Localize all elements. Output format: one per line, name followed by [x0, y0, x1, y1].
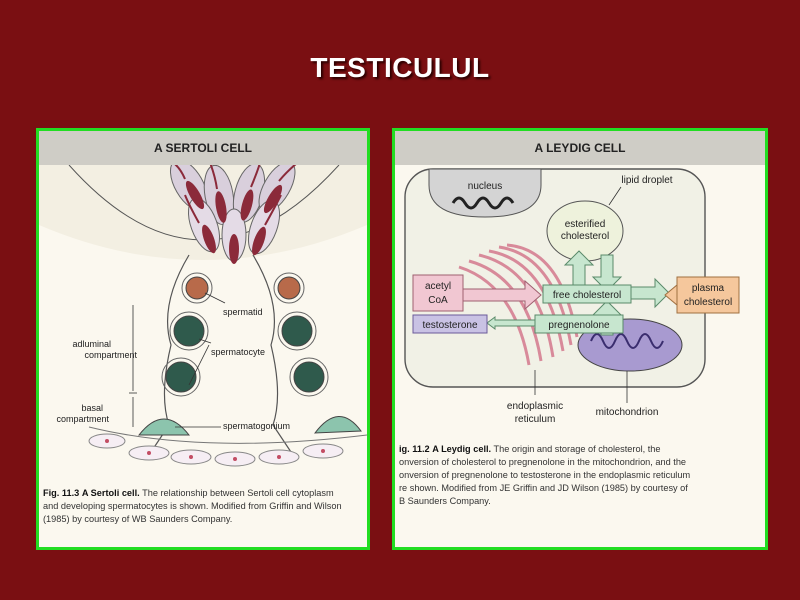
leydig-panel-header: A LEYDIG CELL: [395, 131, 765, 165]
sertoli-cell-panel: A SERTOLI CELL: [36, 128, 370, 550]
leydig-caption-title: A Leydig cell.: [432, 444, 492, 454]
plasma-cholesterol-box: [676, 276, 740, 314]
sertoli-diagram: spermatid adluminal compartment spermato…: [39, 165, 367, 467]
leydig-caption: ig. 11.2 A Leydig cell. The origin and s…: [399, 443, 761, 508]
label-mitochondrion: mitochondrion: [596, 407, 659, 418]
spermatid-cell-right: [277, 276, 301, 300]
leydig-caption-line3: onversion of pregnenolone to testosteron…: [399, 470, 691, 480]
label-free-cholesterol: free cholesterol: [553, 290, 621, 301]
free-cholesterol-box: [542, 284, 632, 304]
label-pregnenolone: pregnenolone: [548, 320, 610, 331]
leydig-cell-panel: A LEYDIG CELL nucleus esterified cholest…: [392, 128, 768, 550]
spermatocyte-cell-left-2: [165, 361, 197, 393]
sertoli-panel-header: A SERTOLI CELL: [39, 131, 367, 165]
leydig-caption-line4: re shown. Modified from JE Griffin and J…: [399, 483, 688, 493]
label-coa: CoA: [428, 295, 448, 306]
spermatocyte-cell-right-2: [293, 361, 325, 393]
pregnenolone-to-testosterone-arrow: [486, 316, 536, 330]
label-esterified: esterified: [565, 219, 606, 230]
label-plasma: plasma: [692, 283, 725, 294]
label-testosterone: testosterone: [422, 320, 477, 331]
label-adluminal-compartment: compartment: [84, 350, 137, 360]
sertoli-caption-fig: Fig. 11.3: [43, 488, 80, 498]
spermatocyte-cell-right-1: [281, 315, 313, 347]
label-plasma-cholesterol: cholesterol: [684, 297, 732, 308]
lipid-leader: [608, 186, 622, 206]
slide-title: TESTICULUL: [310, 52, 490, 83]
label-nucleus: nucleus: [468, 181, 502, 192]
leydig-diagram: nucleus esterified cholesterol lipid dro…: [404, 168, 740, 425]
leydig-caption-fig: ig. 11.2: [399, 444, 430, 454]
spermatogonium-cell-right: [313, 416, 362, 434]
spermatogonium-cell-left: [137, 418, 191, 436]
label-acetyl: acetyl: [425, 281, 451, 292]
sertoli-caption-line1: The relationship between Sertoli cell cy…: [142, 488, 334, 498]
label-adluminal: adluminal: [72, 339, 111, 349]
dna-icon: [451, 196, 515, 210]
label-esterified-cholesterol: cholesterol: [561, 231, 609, 242]
acetyl-coa-arrow: [462, 279, 542, 311]
sertoli-caption-line2: and developing spermatocytes is shown. M…: [43, 501, 342, 511]
sertoli-caption-line3: (1985) by courtesy of WB Saunders Compan…: [43, 514, 233, 524]
sertoli-caption-title: A Sertoli cell.: [81, 488, 140, 498]
nucleus: [428, 168, 542, 218]
leydig-caption-line1: The origin and storage of cholesterol, t…: [493, 444, 661, 454]
spermatozoa-cluster: [169, 165, 297, 264]
testosterone-box: [412, 314, 488, 334]
acetyl-coa-box: [412, 274, 464, 312]
label-reticulum: reticulum: [515, 414, 556, 425]
label-spermatogonium: spermatogonium: [223, 421, 290, 431]
label-lipid-droplet: lipid droplet: [621, 175, 672, 186]
leydig-caption-line2: onversion of cholesterol to pregnenolone…: [399, 457, 687, 467]
label-spermatocyte: spermatocyte: [211, 347, 265, 357]
basement-membrane: [88, 426, 367, 467]
pregnenolone-box: [534, 314, 624, 334]
label-spermatid: spermatid: [223, 307, 263, 317]
spermatocyte-cell-left-1: [173, 315, 205, 347]
cell-outlines: [161, 272, 329, 397]
leydig-caption-line5: B Saunders Company.: [399, 496, 491, 506]
label-endoplasmic: endoplasmic: [507, 401, 563, 412]
mitochondrion-cristae: [590, 333, 664, 349]
sertoli-leader-lines: [129, 292, 226, 428]
sertoli-cytoplasm-outline: [148, 254, 294, 456]
label-basal-compartment: compartment: [56, 414, 109, 424]
label-basal: basal: [81, 403, 103, 413]
spermatid-cell-left: [185, 276, 209, 300]
sertoli-caption: Fig. 11.3 A Sertoli cell. The relationsh…: [43, 487, 363, 526]
